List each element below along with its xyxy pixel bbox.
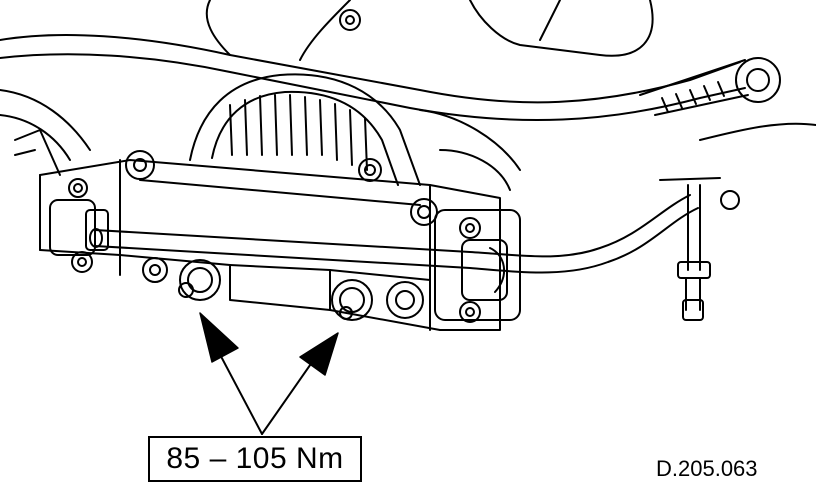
upper-frame — [0, 0, 746, 161]
bolt-icon — [358, 158, 382, 182]
bolt-icon — [459, 301, 481, 323]
bolt-icon — [71, 251, 93, 273]
arrow-icon — [299, 332, 339, 376]
bolt-icon — [178, 259, 221, 301]
left-bushing-clamp — [14, 129, 109, 256]
bolt-icon — [459, 217, 481, 239]
subframe-beam — [39, 159, 501, 331]
right-control-arm — [639, 57, 816, 141]
bolt-icon — [142, 257, 168, 283]
arrow-icon — [199, 312, 239, 363]
bolt-group — [68, 9, 481, 323]
bolt-icon — [331, 279, 373, 321]
differential-housing — [189, 73, 521, 191]
bolt-icon — [339, 9, 361, 31]
leader-lines — [214, 344, 316, 435]
bolt-icon — [386, 281, 424, 319]
bolt-icon — [68, 178, 88, 198]
bolt-icon — [410, 198, 438, 226]
torque-spec-label: 85 – 105 Nm — [166, 442, 344, 475]
figure-reference-code: D.205.063 — [656, 456, 758, 481]
torque-spec-box: 85 – 105 Nm — [148, 436, 362, 482]
drop-link — [659, 177, 740, 321]
right-bushing-clamp — [434, 209, 521, 321]
bolt-icon — [125, 150, 155, 180]
